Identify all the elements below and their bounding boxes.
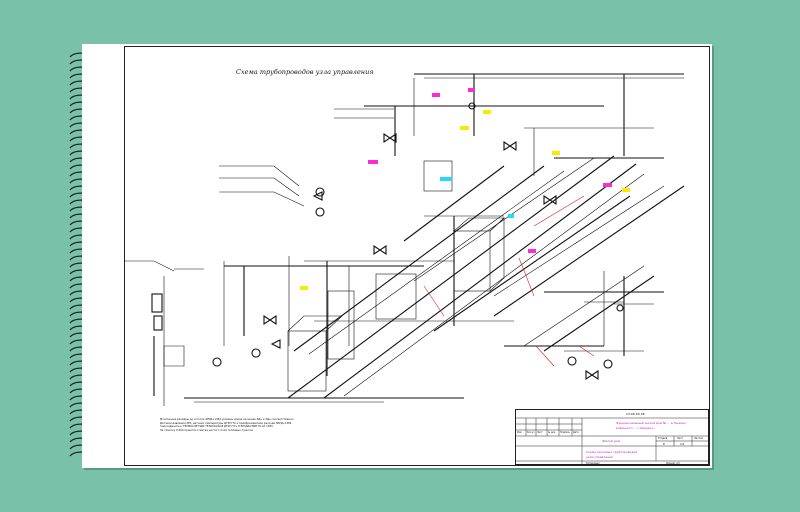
stage-value: Р bbox=[663, 442, 665, 446]
sheets-header: Листов bbox=[694, 437, 703, 440]
sheet-header: Лист bbox=[677, 437, 684, 440]
highlight-tag bbox=[440, 177, 452, 181]
main-pipes bbox=[153, 73, 685, 406]
note-line: За отметку 0.000 принята отметка чистого… bbox=[160, 428, 253, 432]
highlight-tag bbox=[508, 214, 514, 218]
pipeline-schematic bbox=[124, 73, 685, 406]
drawing-code: 13-06-09-08 bbox=[626, 412, 645, 416]
org-line: Функциональный жилой дом № ... в Нежинс. bbox=[616, 421, 688, 425]
sheet-description: узла управления bbox=[586, 455, 613, 459]
note-line: подсоединить к ТЭРМОСЧЕТЧИК ТЕЛАСКАУАФ Д… bbox=[160, 425, 273, 429]
drawing-sheet bbox=[82, 44, 712, 468]
leader-lines bbox=[124, 108, 654, 305]
stamp-col: Изм. bbox=[517, 431, 523, 434]
drawing-title: Схема трубопроводов узла управления bbox=[236, 68, 374, 76]
org-line: районного ... г.Каракол... bbox=[616, 426, 657, 430]
highlight-tag bbox=[603, 183, 612, 187]
stage-header: Стадия bbox=[658, 437, 668, 440]
stamp-col: Лист bbox=[537, 431, 543, 434]
highlight-tag bbox=[460, 126, 469, 130]
sheet-format: Формат А3 bbox=[666, 462, 680, 465]
drawing-notes: Монтажные размеры до и после ЗРУД+1384 у… bbox=[160, 418, 410, 432]
highlight-tag bbox=[368, 160, 378, 164]
highlight-tag bbox=[432, 93, 440, 97]
highlight-tag bbox=[528, 249, 536, 253]
red-pipes bbox=[423, 195, 595, 367]
sheet-description: Схема тепловых трубопроводов bbox=[586, 450, 638, 454]
title-block-grid bbox=[516, 417, 710, 466]
stamp-col: Дата bbox=[573, 431, 579, 434]
stamp-col: № док. bbox=[548, 431, 556, 434]
title-block: 13-06-09-08 Функциональный жилой дом № .… bbox=[515, 409, 710, 466]
stamp-col: Кол.уч bbox=[527, 431, 535, 434]
sheet-value: 14 bbox=[680, 442, 684, 446]
equipment-symbols bbox=[151, 102, 624, 381]
highlight-tag bbox=[622, 188, 630, 192]
highlight-tag bbox=[483, 110, 491, 114]
copied-by: Копировал bbox=[586, 462, 600, 465]
vessels bbox=[287, 160, 505, 392]
note-line: Монтажные размеры до и после ЗРУД+1384 у… bbox=[160, 418, 295, 421]
highlight-tag bbox=[300, 286, 308, 290]
highlight-tag bbox=[552, 151, 560, 155]
sheet-name: Жилой дом bbox=[602, 439, 621, 443]
stamp-col: Подпись bbox=[560, 431, 570, 434]
note-line: Датчики давления ЗРУ, датчики температур… bbox=[160, 421, 292, 425]
drawing-frame bbox=[124, 46, 710, 466]
highlight-tag bbox=[468, 88, 474, 92]
